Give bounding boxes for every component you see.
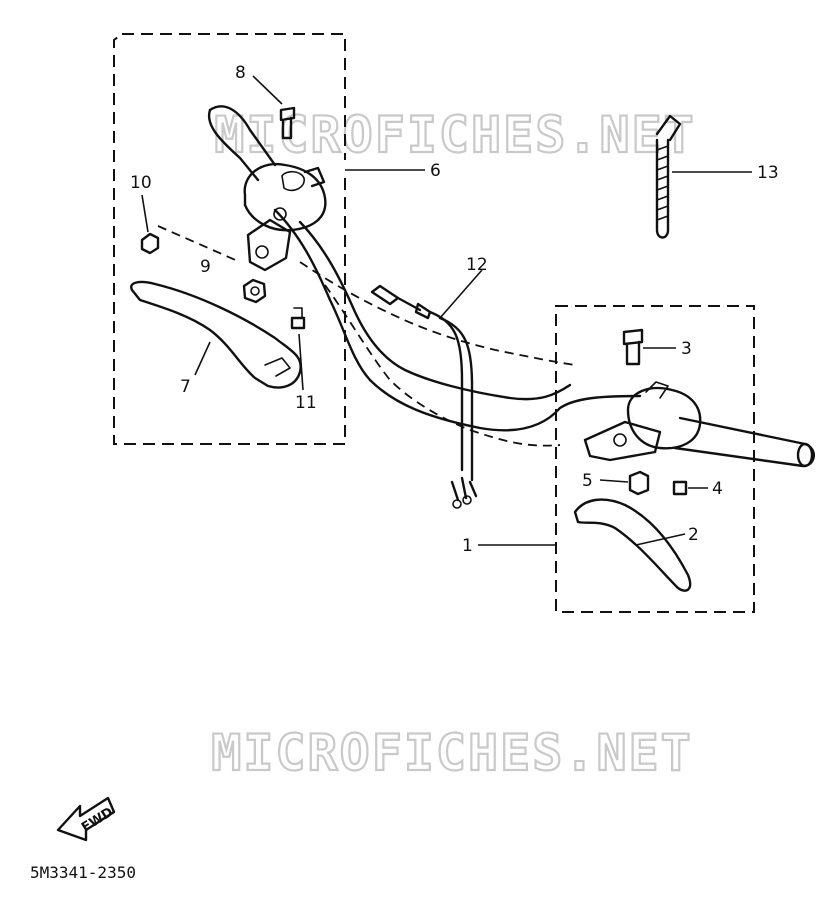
watermark-top: MICROFICHES.NET — [214, 106, 696, 164]
left-lever-pivot — [264, 357, 291, 377]
callout-8: 8 — [235, 63, 246, 83]
left-lever-holder — [243, 162, 327, 272]
bolt-4 — [672, 480, 688, 496]
forward-label: FWD — [79, 805, 116, 836]
callout-10: 10 — [130, 173, 152, 193]
leader-lines — [141, 75, 752, 546]
callout-2: 2 — [688, 525, 699, 545]
bolt-3 — [622, 328, 644, 366]
left-lever-7 — [130, 280, 302, 389]
callout-13: 13 — [757, 163, 779, 183]
diagram-code: 5M3341-2350 — [30, 863, 136, 882]
callout-11: 11 — [295, 393, 317, 413]
nut-5 — [628, 470, 650, 496]
screw-8 — [279, 106, 296, 140]
callout-5: 5 — [582, 471, 593, 491]
callout-1: 1 — [462, 536, 473, 556]
watermark-bottom: MICROFICHES.NET — [211, 724, 693, 782]
callout-4: 4 — [712, 479, 723, 499]
cable-12 — [370, 284, 478, 509]
callout-9: 9 — [200, 257, 211, 277]
callout-6: 6 — [430, 161, 441, 181]
handlebar — [207, 105, 815, 468]
callout-12: 12 — [466, 255, 488, 275]
left-lever-assembly-box — [113, 33, 346, 445]
forward-arrow-icon: FWD — [56, 796, 116, 842]
nut-9 — [242, 278, 267, 304]
right-lever-holder — [583, 381, 702, 462]
right-lever-assembly-box — [555, 305, 755, 613]
callout-7: 7 — [180, 377, 191, 397]
cable-tie-13 — [655, 114, 682, 239]
right-lever-2 — [573, 498, 692, 592]
callout-3: 3 — [681, 339, 692, 359]
nut-10 — [140, 232, 160, 255]
bolt-11 — [290, 307, 306, 330]
